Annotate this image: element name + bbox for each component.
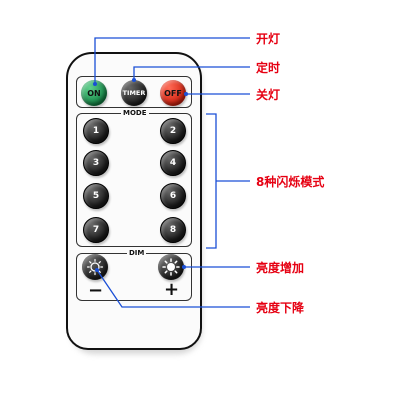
- mode-button-label: 6: [169, 191, 177, 201]
- mode-button-3[interactable]: 3: [83, 150, 109, 176]
- mode-button-2[interactable]: 2: [160, 118, 186, 144]
- dim-label: DIM: [127, 249, 147, 257]
- mode-button-8[interactable]: 8: [160, 217, 186, 243]
- off-leader-dot: [184, 92, 188, 96]
- mode-button-label: 8: [169, 225, 177, 235]
- timer-leader-dot: [132, 78, 136, 82]
- sun-bright-icon: [162, 258, 180, 276]
- mode-button-label: 5: [92, 191, 100, 201]
- on-leader-dot: [93, 82, 97, 86]
- off-button[interactable]: OFF: [160, 80, 186, 106]
- brightness-up-leader-dot: [182, 265, 186, 269]
- mode-button-label: 2: [169, 126, 177, 136]
- sun-dim-icon: [86, 258, 104, 276]
- mode-button-5[interactable]: 5: [83, 183, 109, 209]
- mode-button-1[interactable]: 1: [83, 118, 109, 144]
- annotation-brightness-down: 亮度下降: [256, 301, 305, 315]
- off-button-label: OFF: [164, 88, 182, 98]
- brightness-down-leader-dot: [95, 268, 99, 272]
- timer-leader-line: [133, 66, 250, 80]
- annotation-timer: 定时: [256, 61, 281, 75]
- brightness-down-leader-line: [96, 269, 250, 308]
- minus-sign: −: [88, 280, 104, 301]
- annotation-off: 关灯: [256, 88, 281, 102]
- mode-button-label: 1: [92, 126, 100, 136]
- mode-leader-bracket: [206, 113, 217, 249]
- on-leader-line: [94, 37, 250, 84]
- timer-button-label: TIMER: [122, 89, 146, 97]
- mode-button-7[interactable]: 7: [83, 217, 109, 243]
- mode-button-label: 3: [92, 158, 100, 168]
- mode-label: MODE: [121, 109, 149, 117]
- mode-button-label: 7: [92, 225, 100, 235]
- annotation-brightness-up: 亮度增加: [256, 261, 305, 275]
- plus-sign: +: [164, 279, 180, 300]
- annotation-on: 开灯: [256, 32, 281, 46]
- mode-button-4[interactable]: 4: [160, 150, 186, 176]
- mode-button-label: 4: [169, 158, 177, 168]
- annotation-modes: 8种闪烁模式: [256, 175, 325, 189]
- brightness-up-button[interactable]: [158, 254, 184, 280]
- mode-button-6[interactable]: 6: [160, 183, 186, 209]
- brightness-down-button[interactable]: [82, 254, 108, 280]
- on-button-label: ON: [87, 88, 101, 98]
- timer-button[interactable]: TIMER: [121, 80, 147, 106]
